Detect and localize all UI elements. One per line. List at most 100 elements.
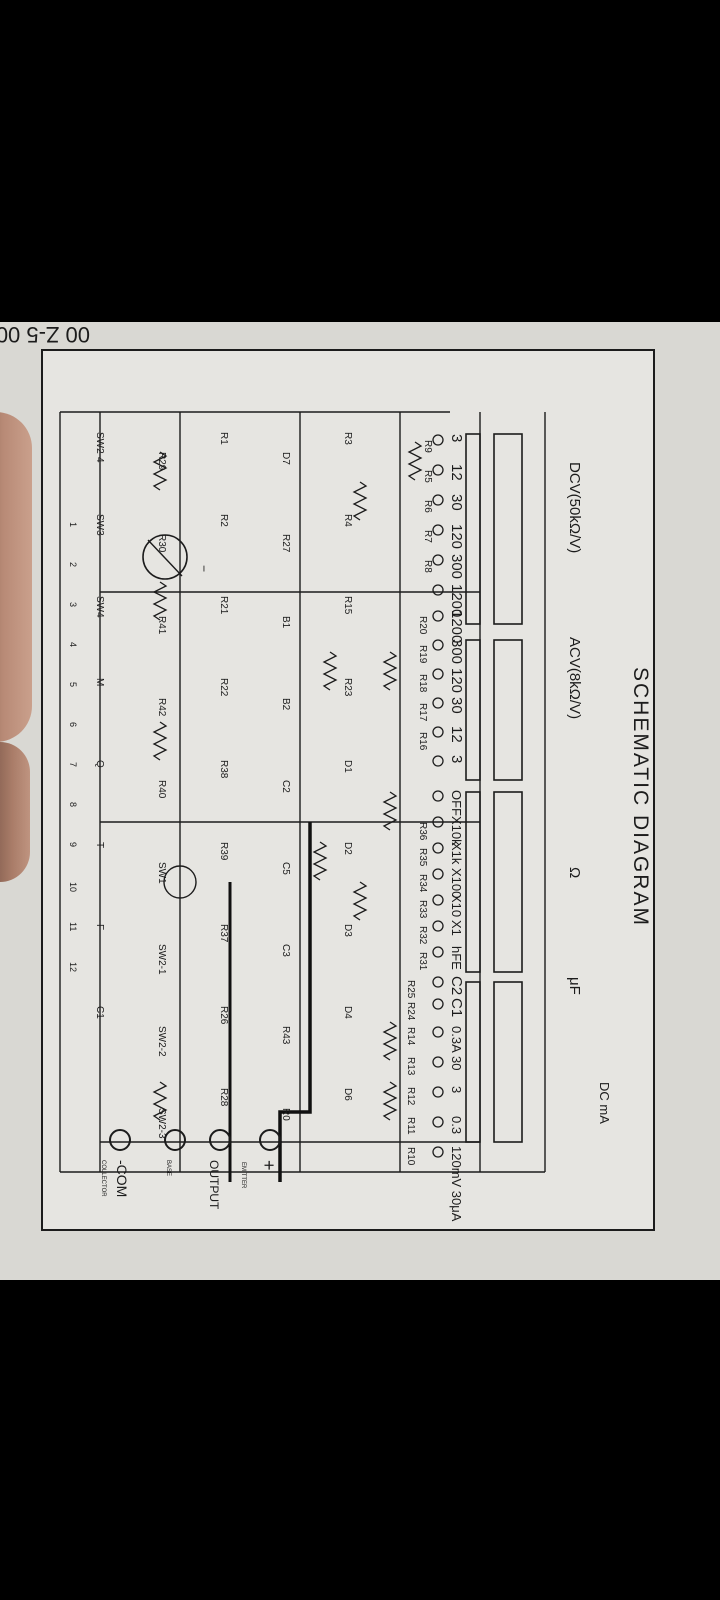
component-label: R30 (156, 534, 167, 553)
range-label: 30 (448, 697, 465, 714)
range-label: 300 (448, 639, 465, 664)
component-label: R38 (218, 760, 229, 779)
component-label: R2 (218, 514, 229, 527)
base-label: BASE (165, 1160, 171, 1176)
component-label: R25 (405, 980, 416, 999)
range-label: 3 (449, 1086, 464, 1093)
component-label: SW1 (156, 862, 167, 884)
range-label: X10 (449, 894, 464, 917)
range-label: 0.3 (449, 1116, 464, 1134)
uf-label: μF (566, 977, 583, 995)
switch-pin-label: 10 (68, 882, 78, 892)
finger (0, 412, 32, 742)
component-label: R9 (422, 440, 433, 453)
component-label: R33 (417, 900, 428, 919)
switch-pin-label: 4 (68, 642, 78, 647)
component-label: R27 (280, 534, 291, 553)
photo-frame: 00 Z-5 000 SCHEMATIC DIAGRAM DCV(50kΩ/V)… (0, 322, 720, 1280)
switch-pin-label: 9 (68, 842, 78, 847)
range-label: C2 (448, 976, 465, 995)
component-label: R4 (342, 514, 353, 527)
range-label: hFE (449, 946, 464, 970)
component-label: R13 (405, 1057, 416, 1076)
dcv-label: DCV(50kΩ/V) (566, 462, 583, 553)
range-contact (432, 554, 444, 566)
com-label: -COM (114, 1160, 130, 1197)
range-contact (432, 524, 444, 536)
component-label: R28 (218, 1088, 229, 1107)
component-label: R43 (280, 1026, 291, 1045)
range-contact (432, 1146, 444, 1158)
component-label: SW2-1 (156, 944, 167, 975)
diagram-border (41, 349, 655, 1231)
switch-pin-label: 5 (68, 682, 78, 687)
transistor-symbol (163, 865, 197, 899)
component-label: R42 (156, 698, 167, 717)
schematic-body: SCHEMATIC DIAGRAM DCV(50kΩ/V) ACV(8kΩ/V)… (59, 411, 652, 1222)
component-label: R40 (156, 780, 167, 799)
range-contact (432, 464, 444, 476)
component-label: SW2-2 (156, 1026, 167, 1057)
ohm-label: Ω (566, 867, 583, 878)
component-label: R24 (405, 1002, 416, 1021)
switch-pin-label: 1 (68, 522, 78, 527)
diagram-title: SCHEMATIC DIAGRAM (629, 667, 652, 927)
emitter-label: EMITTER (240, 1162, 246, 1189)
finger (0, 742, 30, 882)
component-label: R12 (405, 1087, 416, 1106)
range-label: X1k (449, 842, 464, 865)
component-label: R37 (218, 924, 229, 943)
component-label: C2 (280, 780, 291, 793)
range-label: 12 (448, 726, 465, 743)
range-contact (432, 584, 444, 596)
range-label: 120 (448, 668, 465, 693)
component-label: M (94, 678, 105, 686)
range-contact (432, 697, 444, 709)
range-label: 12 (448, 464, 465, 481)
range-contact (432, 639, 444, 651)
component-label: R10 (405, 1147, 416, 1166)
range-contact (432, 1026, 444, 1038)
component-label: R16 (417, 732, 428, 751)
component-label: C5 (280, 862, 291, 875)
terminal-emitter (259, 1129, 281, 1151)
terminal-output (209, 1129, 231, 1151)
plus-label: + (259, 1160, 279, 1171)
component-label: R0 (280, 1108, 291, 1121)
range-label: 3 (448, 434, 465, 442)
corner-text: 00 Z-5 000 (0, 322, 90, 347)
component-label: R20 (417, 616, 428, 635)
range-label: X10k (449, 816, 464, 846)
component-label: R15 (342, 596, 353, 615)
component-label: R32 (417, 926, 428, 945)
component-label: R34 (417, 874, 428, 893)
range-contact (432, 920, 444, 932)
component-label: R23 (342, 678, 353, 697)
range-label: 3 (448, 755, 465, 763)
component-label: SW3 (94, 514, 105, 536)
range-contact (432, 1116, 444, 1128)
component-label: R8 (422, 560, 433, 573)
range-contact (432, 998, 444, 1010)
component-label: C3 (280, 944, 291, 957)
range-label: 1200 (448, 584, 465, 617)
switch-pin-label: 7 (68, 762, 78, 767)
range-label: OFF (449, 790, 464, 816)
acv-label: ACV(8kΩ/V) (566, 637, 583, 719)
component-label: D2 (342, 842, 353, 855)
schematic: 00 Z-5 000 SCHEMATIC DIAGRAM DCV(50kΩ/V)… (0, 322, 655, 1231)
component-label: SW2-4 (94, 432, 105, 463)
component-label: R5 (422, 470, 433, 483)
range-contact (432, 755, 444, 767)
component-label: F (94, 924, 105, 930)
switch-pin-label: 2 (68, 562, 78, 567)
switch-pin-label: 12 (68, 962, 78, 972)
component-label: R22 (218, 678, 229, 697)
meter-symbol (142, 534, 188, 580)
component-label: R18 (417, 674, 428, 693)
range-contact (432, 434, 444, 446)
range-label: X100 (449, 868, 464, 898)
